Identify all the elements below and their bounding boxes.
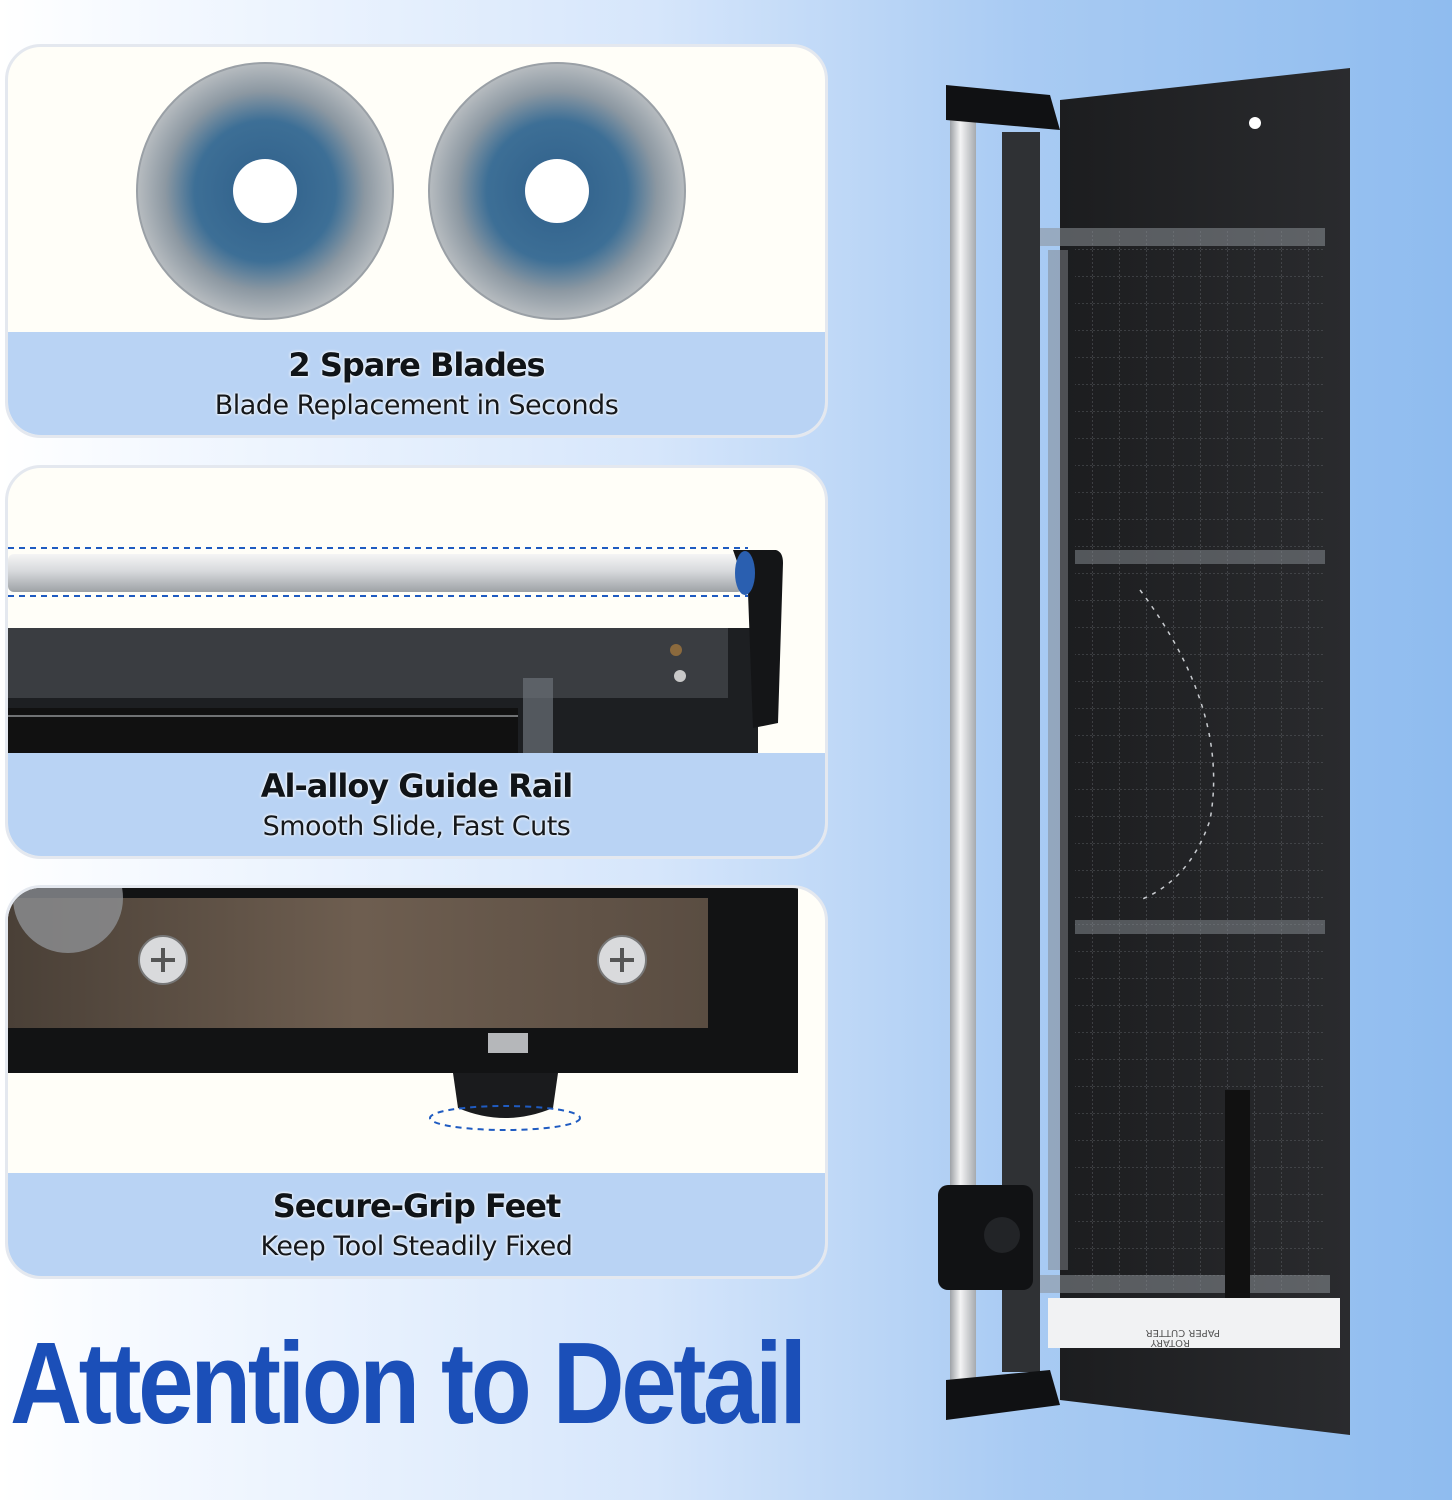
product-label: ROTARY xyxy=(1150,1337,1190,1348)
blade-icon xyxy=(136,62,394,320)
guide-rail xyxy=(8,554,743,592)
feature-title: 2 Spare Blades xyxy=(288,346,545,384)
feature-caption: 2 Spare Blades Blade Replacement in Seco… xyxy=(8,332,825,435)
blade-icon xyxy=(428,62,686,320)
screw-icon xyxy=(138,935,188,985)
paper-cutter-image: PAPER CUTTER ROTARY xyxy=(938,68,1350,1435)
screw-icon xyxy=(597,935,647,985)
feature-title: Secure-Grip Feet xyxy=(272,1187,562,1225)
feature-subtitle: Blade Replacement in Seconds xyxy=(214,390,619,421)
headline: Attention to Detail xyxy=(10,1318,807,1448)
feature-card-spare-blades: 2 Spare Blades Blade Replacement in Seco… xyxy=(5,44,828,438)
feature-card-guide-rail: Al-alloy Guide Rail Smooth Slide, Fast C… xyxy=(5,465,828,859)
feature-subtitle: Smooth Slide, Fast Cuts xyxy=(262,811,571,842)
spare-blades-image xyxy=(136,62,686,320)
grip-foot xyxy=(453,1073,558,1118)
product-label: PAPER CUTTER xyxy=(1146,1327,1220,1338)
feature-card-grip-feet: Secure-Grip Feet Keep Tool Steadily Fixe… xyxy=(5,885,828,1279)
feature-caption: Secure-Grip Feet Keep Tool Steadily Fixe… xyxy=(8,1173,825,1276)
feature-title: Al-alloy Guide Rail xyxy=(260,767,573,805)
guide-rail-image xyxy=(8,547,783,756)
guide-rail xyxy=(950,90,976,1410)
feature-caption: Al-alloy Guide Rail Smooth Slide, Fast C… xyxy=(8,753,825,856)
grip-feet-image xyxy=(8,888,798,1131)
feature-subtitle: Keep Tool Steadily Fixed xyxy=(260,1231,573,1262)
